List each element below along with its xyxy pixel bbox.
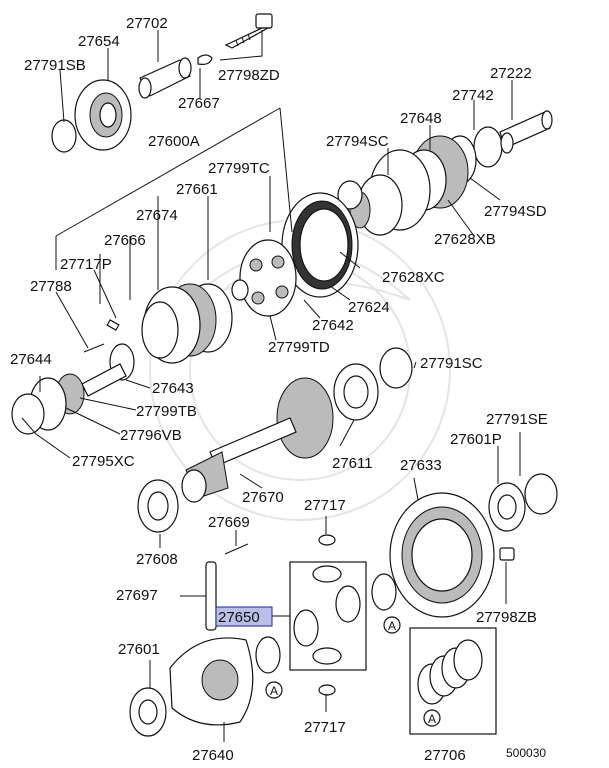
ref-mark-a-2: A <box>265 681 283 699</box>
callout-27674[interactable]: 27674 <box>136 207 178 224</box>
callout-27644[interactable]: 27644 <box>10 351 52 368</box>
parts <box>11 13 558 737</box>
diagram-code: 500030 <box>506 746 546 760</box>
callout-27794sc[interactable]: 27794SC <box>326 133 389 150</box>
carrier-27661 <box>231 239 297 317</box>
callout-27706[interactable]: 27706 <box>424 747 466 764</box>
callout-27666[interactable]: 27666 <box>104 232 146 249</box>
key-27717p <box>106 319 120 331</box>
callout-27222[interactable]: 27222 <box>490 65 532 82</box>
callout-27640[interactable]: 27640 <box>192 747 234 764</box>
diff-gears <box>293 534 361 696</box>
callout-27648[interactable]: 27648 <box>400 110 442 127</box>
callout-27796vb[interactable]: 27796VB <box>120 427 182 444</box>
callout-27669[interactable]: 27669 <box>208 514 250 531</box>
callout-27670[interactable]: 27670 <box>242 489 284 506</box>
callout-27628xc[interactable]: 27628XC <box>382 269 445 286</box>
callout-27601[interactable]: 27601 <box>118 641 160 658</box>
callout-27742[interactable]: 27742 <box>452 87 494 104</box>
bearing-27608 <box>137 479 179 533</box>
callout-27628xb[interactable]: 27628XB <box>434 231 496 248</box>
diff-case-27640 <box>169 637 254 726</box>
clip-27667 <box>197 54 213 65</box>
callout-27650[interactable]: 27650 <box>218 609 260 626</box>
shaft-27644 <box>11 343 135 435</box>
callout-labels: 27702 27654 27791SB 27798ZD 27667 27222 … <box>10 15 548 764</box>
sleeve-27654 <box>138 57 192 99</box>
callout-27798zb[interactable]: 27798ZB <box>476 609 537 626</box>
svg-text:A: A <box>428 712 436 726</box>
callout-27661[interactable]: 27661 <box>176 181 218 198</box>
callout-27717-bottom[interactable]: 27717 <box>304 719 346 736</box>
bearing-27611 <box>333 363 379 421</box>
ring-gear-27624 <box>281 192 359 298</box>
callout-27795xc[interactable]: 27795XC <box>72 453 135 470</box>
pin-27788 <box>83 343 105 353</box>
final-gear-27633 <box>389 492 495 618</box>
hub-27628xb <box>337 149 431 236</box>
svg-text:A: A <box>270 684 278 698</box>
pin-27669 <box>224 543 249 555</box>
callout-27702[interactable]: 27702 <box>126 15 168 32</box>
callout-27791sb[interactable]: 27791SB <box>24 57 86 74</box>
callout-27717p[interactable]: 27717P <box>60 256 112 273</box>
callout-27788[interactable]: 27788 <box>30 278 72 295</box>
callout-27608[interactable]: 27608 <box>136 551 178 568</box>
highlight-27650 <box>215 606 273 627</box>
callout-27601p[interactable]: 27601P <box>450 431 502 448</box>
callout-27624[interactable]: 27624 <box>348 299 390 316</box>
svg-text:A: A <box>388 619 396 633</box>
callout-27633[interactable]: 27633 <box>400 457 442 474</box>
clutch-gear-27674 <box>141 283 233 364</box>
callout-27799tc[interactable]: 27799TC <box>208 160 270 177</box>
leader-lines <box>21 30 521 742</box>
callout-27791se[interactable]: 27791SE <box>486 411 548 428</box>
callout-27667[interactable]: 27667 <box>178 95 220 112</box>
washer-a1 <box>371 573 397 611</box>
shims <box>417 639 483 705</box>
callout-27717-top[interactable]: 27717 <box>304 497 346 514</box>
callout-27798zd[interactable]: 27798ZD <box>218 67 280 84</box>
callout-27611[interactable]: 27611 <box>332 455 373 472</box>
ref-mark-a-1: A <box>383 616 401 634</box>
callout-27799tb[interactable]: 27799TB <box>136 403 197 420</box>
callout-27643[interactable]: 27643 <box>152 380 194 397</box>
callout-27654[interactable]: 27654 <box>78 33 120 50</box>
countershaft-27670 <box>181 377 334 503</box>
snap-ring-27791sc <box>379 347 413 389</box>
callout-27697[interactable]: 27697 <box>116 587 158 604</box>
bolt-27702 <box>224 13 273 49</box>
shaft-27697 <box>205 561 217 631</box>
bearing-27601p <box>488 473 558 532</box>
callout-27794sd[interactable]: 27794SD <box>484 203 547 220</box>
callout-27791sc[interactable]: 27791SC <box>420 355 483 372</box>
bolt-27798zb <box>499 547 515 561</box>
callout-27642[interactable]: 27642 <box>312 317 354 334</box>
callout-27600a[interactable]: 27600A <box>148 133 200 150</box>
gear-27791sb <box>51 79 132 153</box>
bearing-27601 <box>129 687 167 737</box>
ref-marks: A A A <box>265 616 441 727</box>
callout-27799td[interactable]: 27799TD <box>268 339 330 356</box>
ref-mark-a-3: A <box>423 709 441 727</box>
washer-a2 <box>255 636 281 674</box>
